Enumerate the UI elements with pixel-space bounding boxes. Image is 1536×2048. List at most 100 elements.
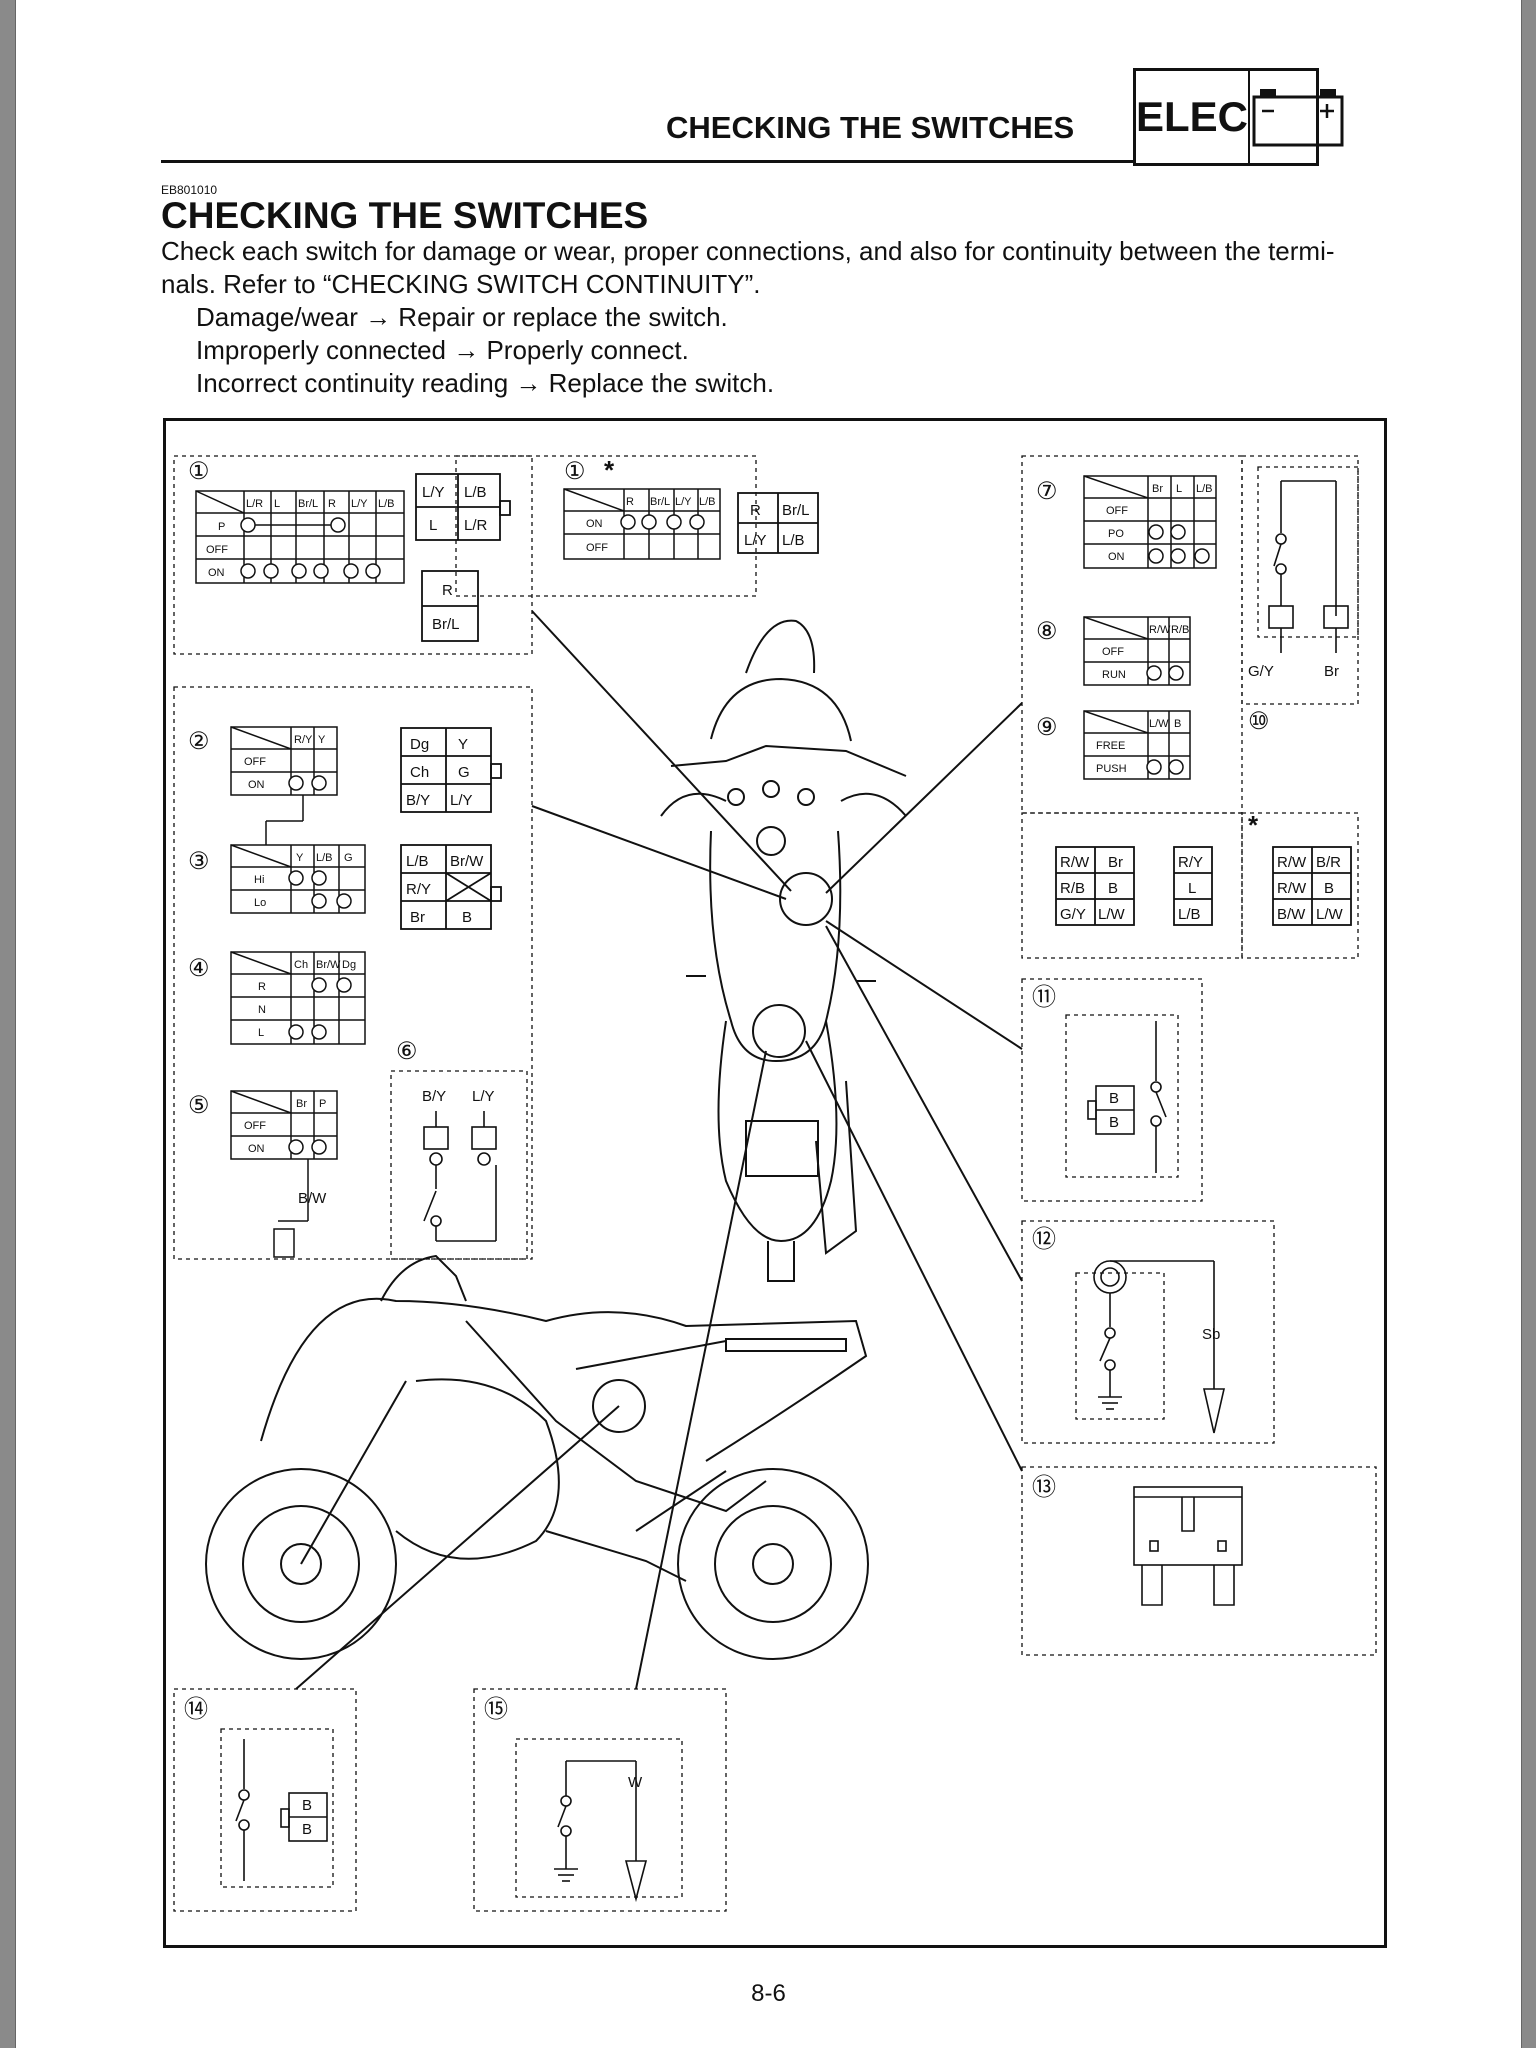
intro-paragraph: Check each switch for damage or wear, pr…: [161, 235, 1401, 400]
svg-text:④: ④: [188, 955, 210, 982]
svg-text:L: L: [274, 498, 280, 510]
svg-text:ON: ON: [208, 567, 225, 579]
intro-line: nals. Refer to “CHECKING SWITCH CONTINUI…: [161, 269, 761, 299]
svg-text:⑭: ⑭: [184, 1696, 208, 1723]
svg-text:③: ③: [188, 848, 210, 875]
svg-text:⑨: ⑨: [1036, 714, 1058, 741]
svg-text:OFF: OFF: [586, 542, 608, 554]
svg-text:B/Y: B/Y: [422, 1088, 446, 1105]
svg-text:L/B: L/B: [1196, 483, 1213, 495]
svg-text:①: ①: [564, 458, 586, 485]
svg-text:L/Y: L/Y: [450, 792, 473, 809]
svg-text:L/B: L/B: [316, 852, 333, 864]
motorcycle-side-view-illustration: [205, 1254, 869, 1660]
svg-text:L: L: [1188, 880, 1196, 897]
svg-text:ON: ON: [248, 779, 265, 791]
svg-text:⑥: ⑥: [396, 1038, 418, 1065]
svg-text:B: B: [1109, 1090, 1119, 1107]
header-rule: [161, 160, 1133, 163]
svg-text:*: *: [604, 455, 615, 485]
svg-text:L/W: L/W: [1098, 906, 1126, 923]
svg-text:Br: Br: [1108, 854, 1123, 871]
svg-text:⑧: ⑧: [1036, 618, 1058, 645]
svg-text:⑪: ⑪: [1032, 984, 1056, 1011]
svg-text:L/W: L/W: [1149, 718, 1169, 730]
svg-text:P: P: [218, 521, 225, 533]
svg-text:Br: Br: [1324, 663, 1339, 680]
svg-text:L/Y: L/Y: [744, 532, 767, 549]
continuity-marks: [240, 514, 1210, 1155]
svg-text:ON: ON: [1108, 551, 1125, 563]
svg-text:L: L: [1176, 483, 1182, 495]
svg-text:Br: Br: [410, 909, 425, 926]
step-line: Damage/wear → Repair or replace the swit…: [196, 302, 728, 332]
dashed-groups: [173, 455, 1377, 1912]
svg-text:PUSH: PUSH: [1096, 763, 1127, 775]
svg-text:B: B: [302, 1797, 312, 1814]
svg-text:R/W: R/W: [1060, 854, 1090, 871]
svg-text:Br/W: Br/W: [316, 959, 341, 971]
svg-text:OFF: OFF: [244, 1120, 266, 1132]
svg-text:B: B: [462, 909, 472, 926]
svg-text:G/Y: G/Y: [1060, 906, 1086, 923]
svg-text:R: R: [442, 582, 453, 599]
svg-text:Br: Br: [1152, 483, 1163, 495]
svg-text:R/B: R/B: [1060, 880, 1085, 897]
svg-text:L/W: L/W: [1316, 906, 1344, 923]
svg-text:②: ②: [188, 728, 210, 755]
svg-text:Ch: Ch: [294, 959, 308, 971]
svg-text:R: R: [258, 981, 266, 993]
svg-text:⑫: ⑫: [1032, 1226, 1056, 1253]
svg-text:OFF: OFF: [206, 544, 228, 556]
switch-tables: [195, 475, 1217, 1258]
svg-text:⑬: ⑬: [1032, 1474, 1056, 1501]
motorcycle-top-view-illustration: [660, 619, 907, 1282]
svg-text:L/Y: L/Y: [472, 1088, 495, 1105]
svg-text:N: N: [258, 1004, 266, 1016]
svg-text:L/Y: L/Y: [422, 484, 445, 501]
svg-text:B: B: [1109, 1114, 1119, 1131]
section-title: CHECKING THE SWITCHES: [161, 195, 649, 236]
battery-icon: [1250, 71, 1346, 163]
svg-text:B: B: [1108, 880, 1118, 897]
section-tag: ELEC: [1136, 71, 1251, 163]
svg-text:G: G: [458, 764, 470, 781]
svg-text:R: R: [626, 496, 634, 508]
svg-text:G: G: [344, 852, 353, 864]
svg-text:L: L: [258, 1027, 264, 1039]
svg-text:R/Y: R/Y: [1178, 854, 1203, 871]
svg-text:L/B: L/B: [699, 496, 716, 508]
svg-text:R/W: R/W: [1277, 880, 1307, 897]
svg-text:R/Y: R/Y: [294, 734, 313, 746]
svg-text:OFF: OFF: [1106, 505, 1128, 517]
svg-text:Br/W: Br/W: [450, 853, 484, 870]
svg-text:Ch: Ch: [410, 764, 429, 781]
svg-text:⑦: ⑦: [1036, 478, 1058, 505]
switch-schematics: [235, 480, 1349, 1903]
figure-drawing: ① ① * ② ③ ④ ⑤ ⑥ ⑦ ⑧ ⑨ ⑩ * ⑪ ⑫ ⑬ ⑭ ⑮ L/RL: [173, 455, 1377, 1912]
svg-text:B/W: B/W: [298, 1190, 327, 1207]
svg-text:Dg: Dg: [410, 736, 429, 753]
svg-text:R: R: [328, 498, 336, 510]
svg-text:B/Y: B/Y: [406, 792, 430, 809]
svg-text:ON: ON: [248, 1143, 265, 1155]
svg-text:⑤: ⑤: [188, 1092, 210, 1119]
svg-text:⑩: ⑩: [1248, 708, 1270, 735]
manual-page: CHECKING THE SWITCHES ELEC EB801010 CHEC…: [15, 0, 1522, 2048]
svg-text:L/Y: L/Y: [675, 496, 692, 508]
page-number: 8-6: [751, 1980, 786, 2007]
svg-text:Br/L: Br/L: [298, 498, 318, 510]
svg-text:Lo: Lo: [254, 897, 266, 909]
svg-text:R: R: [750, 502, 761, 519]
svg-text:OFF: OFF: [244, 756, 266, 768]
section-tab: ELEC: [1133, 68, 1344, 166]
svg-text:R/W: R/W: [1277, 854, 1307, 871]
svg-text:B/R: B/R: [1316, 854, 1341, 871]
svg-text:B: B: [1324, 880, 1334, 897]
connectors: [400, 473, 1352, 930]
running-header-title: CHECKING THE SWITCHES: [666, 110, 1075, 145]
leader-lines: [295, 610, 1023, 1690]
svg-text:Br: Br: [296, 1098, 307, 1110]
step-line: Incorrect continuity reading → Replace t…: [196, 368, 775, 398]
